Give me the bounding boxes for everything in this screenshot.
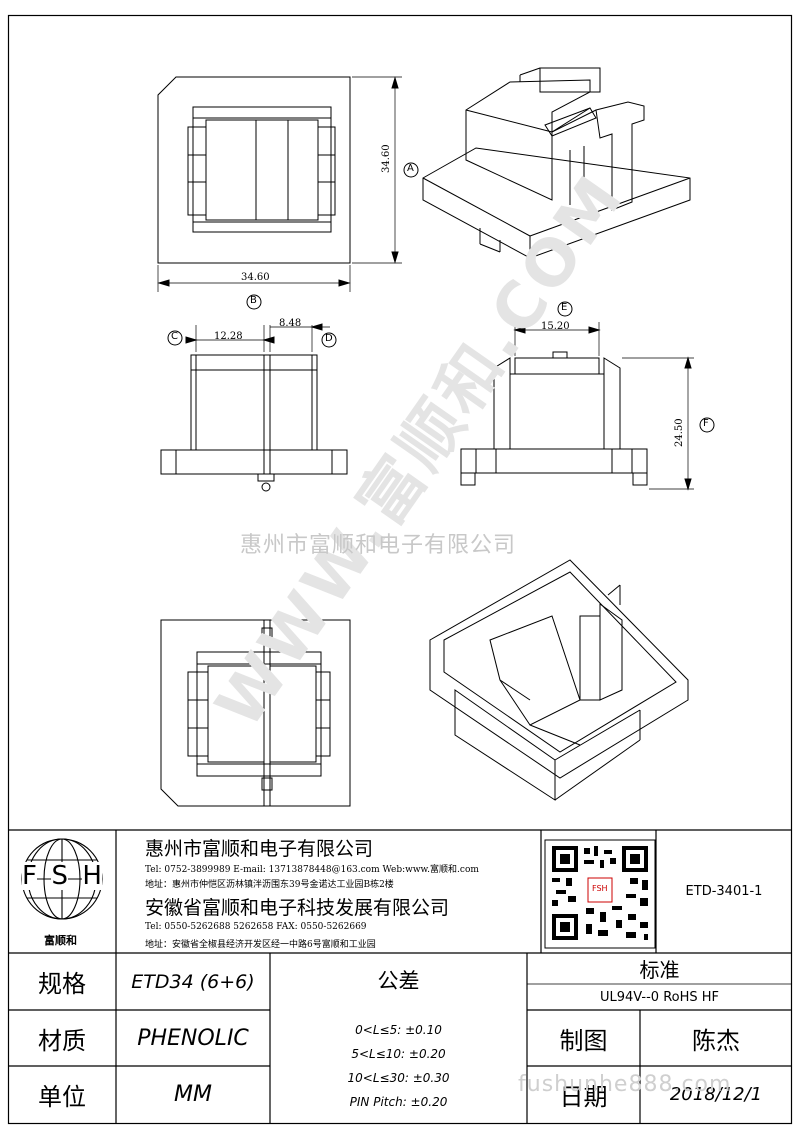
qr-label: FSH [592, 884, 608, 893]
drawer-label: 制图 [559, 1026, 608, 1055]
side-view [460, 301, 715, 491]
callout-e: E [561, 302, 568, 313]
date-label: 日期 [559, 1083, 608, 1111]
bottom-view [160, 619, 351, 807]
callout-f: F [703, 418, 709, 429]
tolerance-line: 0<L≤5: ±0.10 [355, 1023, 442, 1037]
company2-contact: Tel: 0550-5262688 5262658 FAX: 0550-5262… [145, 922, 367, 932]
callout-a: A [407, 163, 414, 174]
qr-code-graphic [544, 839, 656, 949]
title-block [8, 829, 792, 1123]
logo-letter-h: H [82, 861, 102, 891]
tolerance-list: 0<L≤5: ±0.10 5<L≤10: ±0.20 10<L≤30: ±0.3… [270, 1018, 527, 1114]
dim-side-width: 15.20 [541, 321, 570, 332]
drawing-border [7, 14, 793, 1125]
drawer-value: 陈杰 [692, 1026, 740, 1055]
logo-letter-f: F [22, 861, 37, 891]
company1-address: 地址：惠州市仲恺区沥林镇泮沥围东39号金诺达工业园B栋2楼 [145, 880, 394, 890]
dim-pin-a: 12.28 [214, 331, 243, 342]
isometric-view-top [422, 67, 691, 259]
watermark-footer: fushunhe888.com [518, 1072, 732, 1097]
unit-value: MM [174, 1082, 212, 1107]
standard-label: 标准 [639, 958, 680, 982]
spec-label: 规格 [38, 970, 86, 998]
callout-b: B [250, 295, 257, 306]
tolerance-line: 10<L≤30: ±0.30 [347, 1071, 450, 1085]
dim-top-height: 34.60 [381, 144, 392, 173]
material-value: PHENOLIC [137, 1025, 249, 1051]
standard-value: UL94V--0 RoHS HF [599, 989, 720, 1005]
logo-letter-s: S [51, 861, 68, 891]
dim-pin-b: 8.48 [279, 318, 302, 329]
top-view [157, 76, 419, 310]
company2-address: 地址：安徽省全椒县经济开发区经一中路6号富顺和工业园 [145, 940, 376, 950]
callout-d: D [325, 333, 333, 344]
isometric-view-bottom [429, 559, 689, 801]
logo-caption: 富顺和 [44, 934, 77, 947]
company1-name: 惠州市富顺和电子有限公司 [145, 838, 374, 860]
date-value: 2018/12/1 [669, 1084, 763, 1105]
callout-c: C [171, 331, 178, 342]
company1-contact: Tel: 0752-3899989 E-mail: 13713878448@16… [145, 865, 479, 875]
unit-label: 单位 [38, 1083, 86, 1111]
front-view [160, 323, 348, 492]
part-number: ETD-3401-1 [685, 884, 763, 899]
spec-value: ETD34 (6+6) [131, 970, 255, 993]
company2-name: 安徽省富顺和电子科技发展有限公司 [145, 897, 450, 919]
tolerance-line: 5<L≤10: ±0.20 [351, 1047, 446, 1061]
dim-top-width: 34.60 [241, 272, 270, 283]
watermark-center: 惠州市富顺和电子有限公司 [240, 533, 517, 558]
fsh-logo: F S H [22, 862, 102, 890]
material-label: 材质 [38, 1026, 86, 1055]
dim-side-height: 24.50 [674, 418, 685, 447]
tolerance-line: PIN Pitch: ±0.20 [349, 1095, 448, 1109]
tolerance-label: 公差 [377, 969, 420, 993]
